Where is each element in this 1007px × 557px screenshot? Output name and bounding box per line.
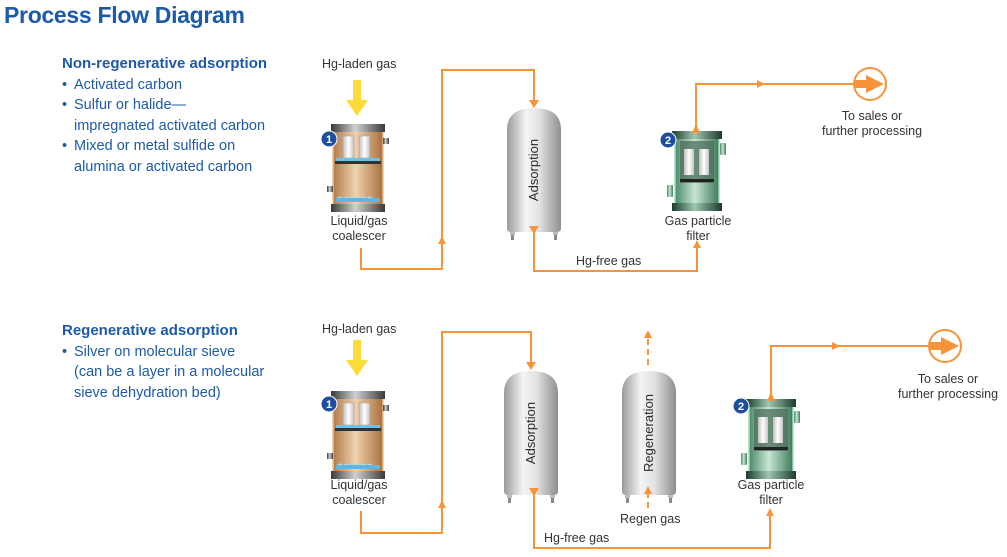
gas-particle-filter-icon: [740, 398, 801, 480]
bullet-icon: •: [62, 76, 68, 93]
badge-1: 1: [320, 395, 338, 413]
page-title: Process Flow Diagram: [4, 2, 245, 28]
section-heading: Regenerative adsorption: [62, 322, 238, 339]
list-item: • Sulfur or halide— impregnated activate…: [62, 95, 267, 136]
flow-arrow-icon: [526, 362, 536, 370]
svg-text:1: 1: [326, 399, 332, 411]
pipe-hg-free: [533, 226, 698, 272]
feed-arrow-icon: [346, 80, 368, 116]
flow-arrow-icon: [693, 240, 701, 248]
item-line: alumina or activated carbon: [74, 158, 253, 175]
regenerative-section: Regenerative adsorption • Silver on mole…: [62, 321, 264, 403]
outlet-arrow-icon: [853, 67, 887, 101]
coalescer-label: Liquid/gas coalescer: [330, 478, 388, 507]
item-line: impregnated activated carbon: [74, 117, 266, 134]
coalescer-label: Liquid/gas coalescer: [330, 214, 388, 243]
non-regenerative-section: Non-regenerative adsorption • Activated …: [62, 54, 267, 177]
list-item: • Mixed or metal sulfide on alumina or a…: [62, 136, 267, 177]
pipe-feed: [360, 69, 535, 270]
bullet-icon: •: [62, 97, 68, 113]
flow-arrow-icon: [692, 124, 700, 133]
item-line: Sulfur or halide—: [74, 97, 187, 113]
flow-arrow-icon: [644, 486, 652, 494]
svg-text:2: 2: [665, 135, 671, 147]
badge-2: 2: [732, 397, 750, 415]
adsorption-label: Adsorption: [523, 402, 538, 464]
feed-arrow-icon: [346, 340, 368, 376]
flow-arrow-icon: [438, 236, 446, 244]
flow-arrow-icon: [832, 342, 840, 350]
flow-arrow-icon: [767, 392, 775, 401]
non-regenerative-diagram: 1 Adsorption 2: [320, 67, 887, 272]
svg-text:1: 1: [326, 134, 332, 146]
bullet-icon: •: [62, 343, 68, 360]
flow-arrow-icon: [438, 500, 446, 508]
badge-2: 2: [659, 131, 677, 149]
outlet-arrow-icon: [928, 329, 962, 363]
outlet-label: To sales or further processing: [897, 372, 999, 401]
svg-text:2: 2: [738, 401, 744, 413]
regenerative-diagram: 1 Adsorption Regeneration 2: [320, 329, 962, 549]
list-item: • Activated carbon: [62, 75, 267, 96]
hg-free-label: Hg-free gas: [576, 254, 642, 268]
regen-gas-label: Regen gas: [620, 512, 681, 526]
pipe-hg-free: [533, 489, 771, 549]
outlet-label: To sales or further processing: [821, 109, 923, 138]
item-line: Mixed or metal sulfide on: [74, 138, 236, 154]
pipe-outlet: [770, 345, 928, 399]
regeneration-label: Regeneration: [641, 394, 656, 472]
bullet-icon: •: [62, 138, 68, 154]
flow-arrow-icon: [644, 330, 652, 338]
flow-arrow-icon: [529, 100, 539, 108]
filter-label: Gas particle filter: [737, 478, 805, 507]
list-item: • Silver on molecular sieve (can be a la…: [62, 342, 264, 404]
flow-arrow-icon: [757, 80, 765, 88]
badge-1: 1: [320, 130, 338, 148]
section-heading: Non-regenerative adsorption: [62, 55, 268, 72]
item-line: (can be a layer in a molecular: [74, 364, 265, 380]
item-line: sieve dehydration bed): [74, 384, 221, 401]
item-line: Activated carbon: [74, 76, 183, 93]
flow-arrow-icon: [766, 508, 774, 516]
adsorption-label: Adsorption: [526, 139, 541, 201]
pipe-outlet: [695, 83, 855, 131]
item-line: Silver on molecular sieve: [74, 343, 236, 360]
flow-arrow-icon: [529, 488, 539, 496]
filter-label: Gas particle filter: [664, 214, 732, 243]
feed-label: Hg-laden gas: [322, 322, 397, 336]
hg-free-label: Hg-free gas: [544, 531, 610, 545]
flow-arrow-icon: [529, 226, 539, 234]
feed-label: Hg-laden gas: [322, 57, 397, 71]
pipe-feed: [360, 331, 532, 534]
